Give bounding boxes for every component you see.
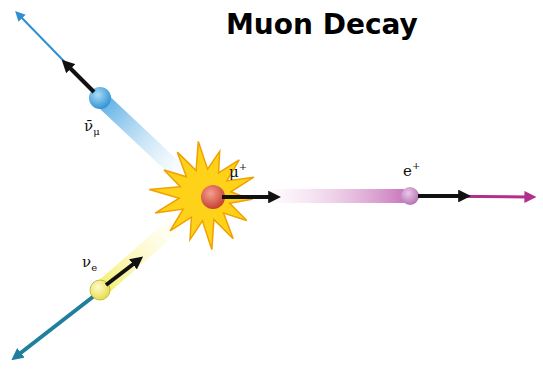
diagram-title: Muon Decay bbox=[226, 8, 418, 41]
title-holder: Muon Decay bbox=[226, 8, 418, 41]
positron-trail bbox=[255, 189, 410, 203]
label-holder: ν̄μ bbox=[84, 118, 100, 135]
flavour-subscript: e bbox=[91, 262, 97, 273]
symbol-base: ν bbox=[82, 253, 91, 271]
particle-label: μ+ bbox=[229, 164, 247, 181]
positron-ball bbox=[401, 187, 419, 205]
symbol-base: e bbox=[403, 162, 412, 180]
momentum-arrow bbox=[106, 262, 136, 285]
momentum-arrow bbox=[222, 195, 272, 199]
label-holder: μ+ bbox=[229, 164, 247, 181]
label-holder: e+ bbox=[403, 163, 420, 180]
momentum-arrow bbox=[418, 194, 462, 198]
charge-superscript: + bbox=[239, 161, 247, 172]
symbol-base: ν̄ bbox=[84, 117, 93, 135]
muon-ball bbox=[201, 185, 225, 209]
antineutrino-trail bbox=[100, 98, 185, 178]
symbol-base: μ bbox=[229, 163, 239, 181]
particle-label: νe bbox=[82, 254, 97, 271]
neutrino-path bbox=[18, 296, 94, 355]
particle-label: ν̄μ bbox=[84, 118, 100, 135]
charge-superscript: + bbox=[412, 160, 420, 171]
label-holder: νe bbox=[82, 254, 97, 271]
momentum-arrow bbox=[68, 66, 94, 92]
particle-label: e+ bbox=[403, 163, 420, 180]
flavour-subscript: μ bbox=[93, 126, 100, 137]
neutrino-trail bbox=[100, 220, 180, 290]
